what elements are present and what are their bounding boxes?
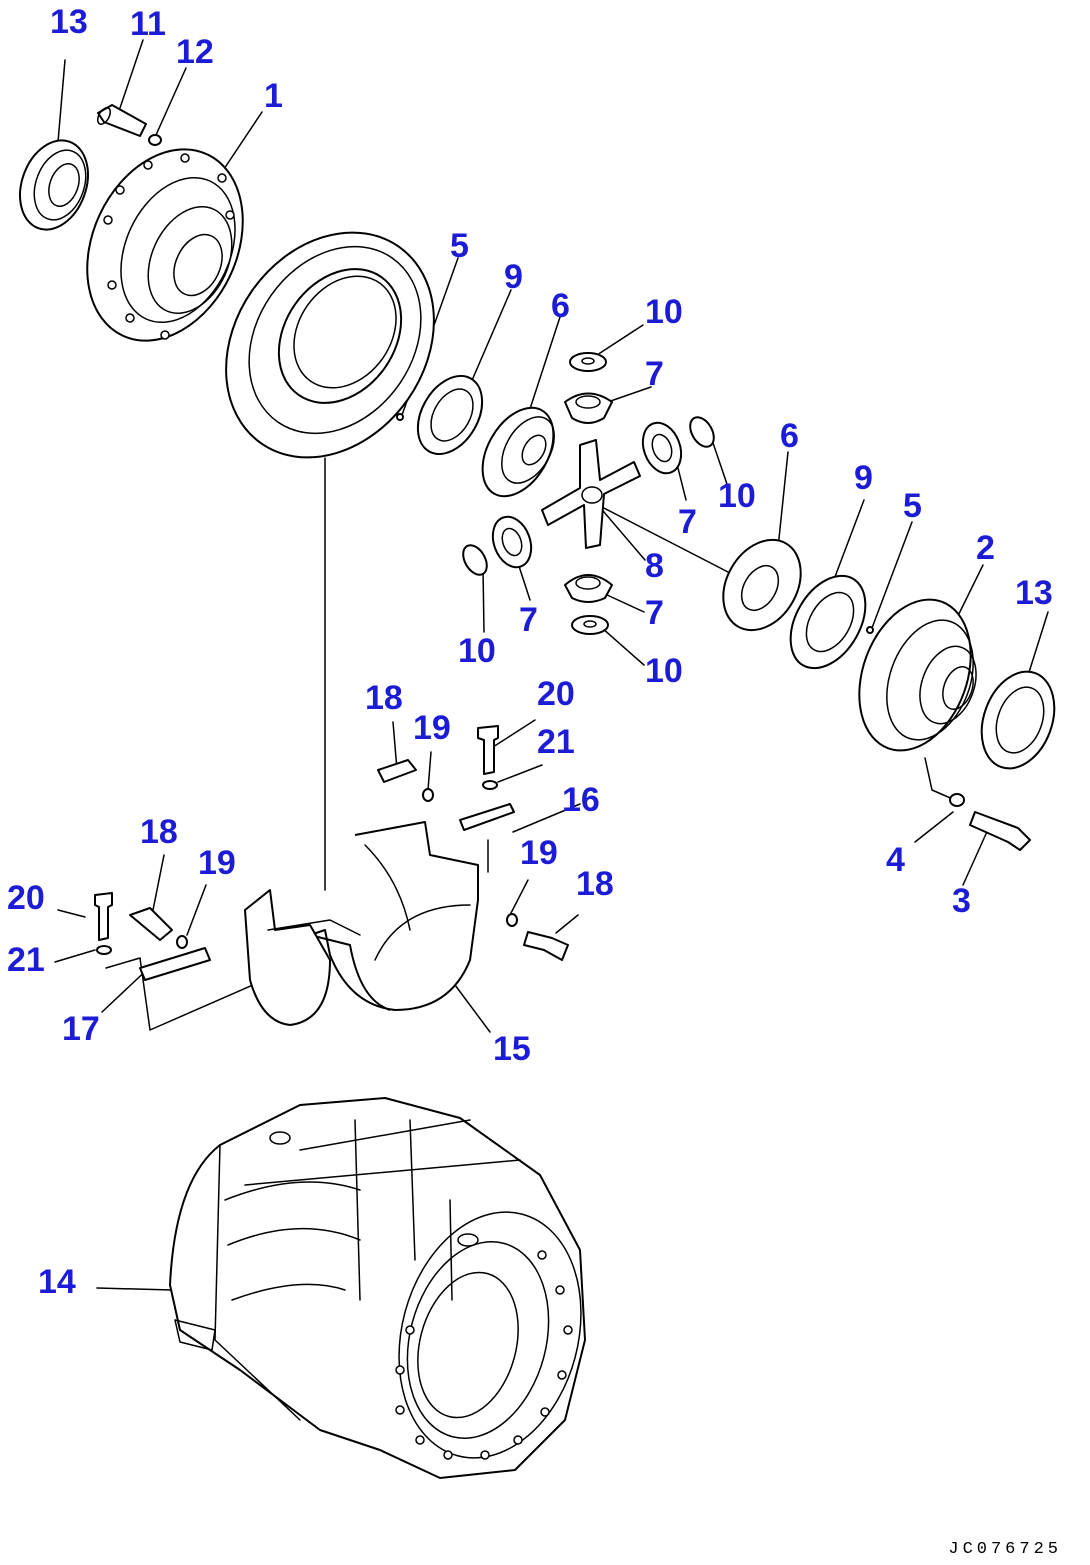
part-10-washer-left [462,544,488,576]
callout-7-pinion-bottom: 7 [645,594,664,632]
part-21-lockwasher-upper [482,780,498,790]
callout-12-washer: 12 [176,33,214,71]
part-7-pinion-top [564,392,613,424]
callout-13-bearing-left: 13 [50,3,88,41]
part-16-plate [459,803,515,831]
part-5-pin-lower [866,626,874,634]
callout-5-pin-upper: 5 [450,227,469,265]
part-13-bearing-right [980,670,1056,770]
callout-17-plate: 17 [62,1010,100,1048]
part-14-housing [169,1097,586,1479]
part-1-case [86,148,244,342]
part-18-bolt-upper [377,759,417,783]
part-18-bolt-left [129,907,173,941]
callout-1-case: 1 [264,77,283,115]
part-7-pinion-right [641,421,683,475]
part-20-bolt-left [94,892,113,941]
callout-6-side-gear-upper: 6 [551,287,570,325]
part-2-case-right [858,598,977,752]
part-4-washer [949,793,965,807]
part-20-bolt-upper [477,725,499,775]
callout-21-lockwasher-upper: 21 [537,723,575,761]
callout-10-washer-right: 10 [718,477,756,515]
part-3-bolt [969,811,1031,851]
part-19-washer-right [506,913,518,927]
callout-19-washer-left: 19 [198,844,236,882]
part-9-washer-upper [416,375,484,455]
part-18-bolt-right [523,931,569,961]
callout-13-bearing-right: 13 [1015,574,1053,612]
part-7-pinion-bottom [564,574,613,603]
callout-11-bolt: 11 [130,5,166,43]
part-10-washer-right [689,416,715,448]
callout-2-case-right: 2 [976,529,995,567]
callout-10-washer-bottom: 10 [645,652,683,690]
part-21-lockwasher-left [96,945,112,955]
callout-14-housing: 14 [38,1263,76,1301]
part-19-washer-upper [422,788,434,802]
part-11-bolt [97,104,147,137]
part-17-plate [139,947,211,981]
callout-6-side-gear-lower: 6 [780,417,799,455]
part-10-washer-top [569,352,607,372]
callout-19-washer-upper: 19 [413,709,451,747]
part-6-side-gear-lower [722,538,802,632]
part-19-washer-left [176,935,188,949]
callout-21-lockwasher-left: 21 [7,941,45,979]
callout-3-bolt: 3 [952,882,971,920]
part-7-pinion-left [491,515,533,569]
callout-16-plate: 16 [562,781,600,819]
ring-gear [225,231,435,459]
callout-10-washer-left: 10 [458,632,496,670]
part-6-side-gear-upper [481,406,555,498]
callout-18-bolt-left: 18 [140,813,178,851]
callout-9-washer-lower: 9 [854,459,873,497]
callout-19-washer-right: 19 [520,834,558,872]
callout-7-pinion-top: 7 [645,355,664,393]
callout-20-bolt-left: 20 [7,879,45,917]
part-15-cover [244,821,479,1026]
part-9-washer-lower [789,574,867,670]
part-5-pin-upper [396,413,404,421]
callout-18-bolt-right: 18 [576,865,614,903]
part-13-bearing-left [19,139,89,231]
callout-20-bolt-upper: 20 [537,675,575,713]
drawing-id: JC076725 [948,1540,1062,1559]
part-12-washer [148,134,162,146]
callout-5-pin-lower: 5 [903,487,922,525]
part-8-spider [541,439,641,549]
callout-10-washer-top: 10 [645,293,683,331]
callout-18-bolt-upper: 18 [365,679,403,717]
part-10-washer-bottom [571,615,609,635]
callout-8-spider: 8 [645,547,664,585]
callout-7-pinion-left: 7 [519,601,538,639]
callout-9-washer-upper: 9 [504,258,523,296]
callout-15-cover: 15 [493,1030,531,1068]
callout-4-washer: 4 [886,841,905,879]
callout-7-pinion-right: 7 [678,503,697,541]
